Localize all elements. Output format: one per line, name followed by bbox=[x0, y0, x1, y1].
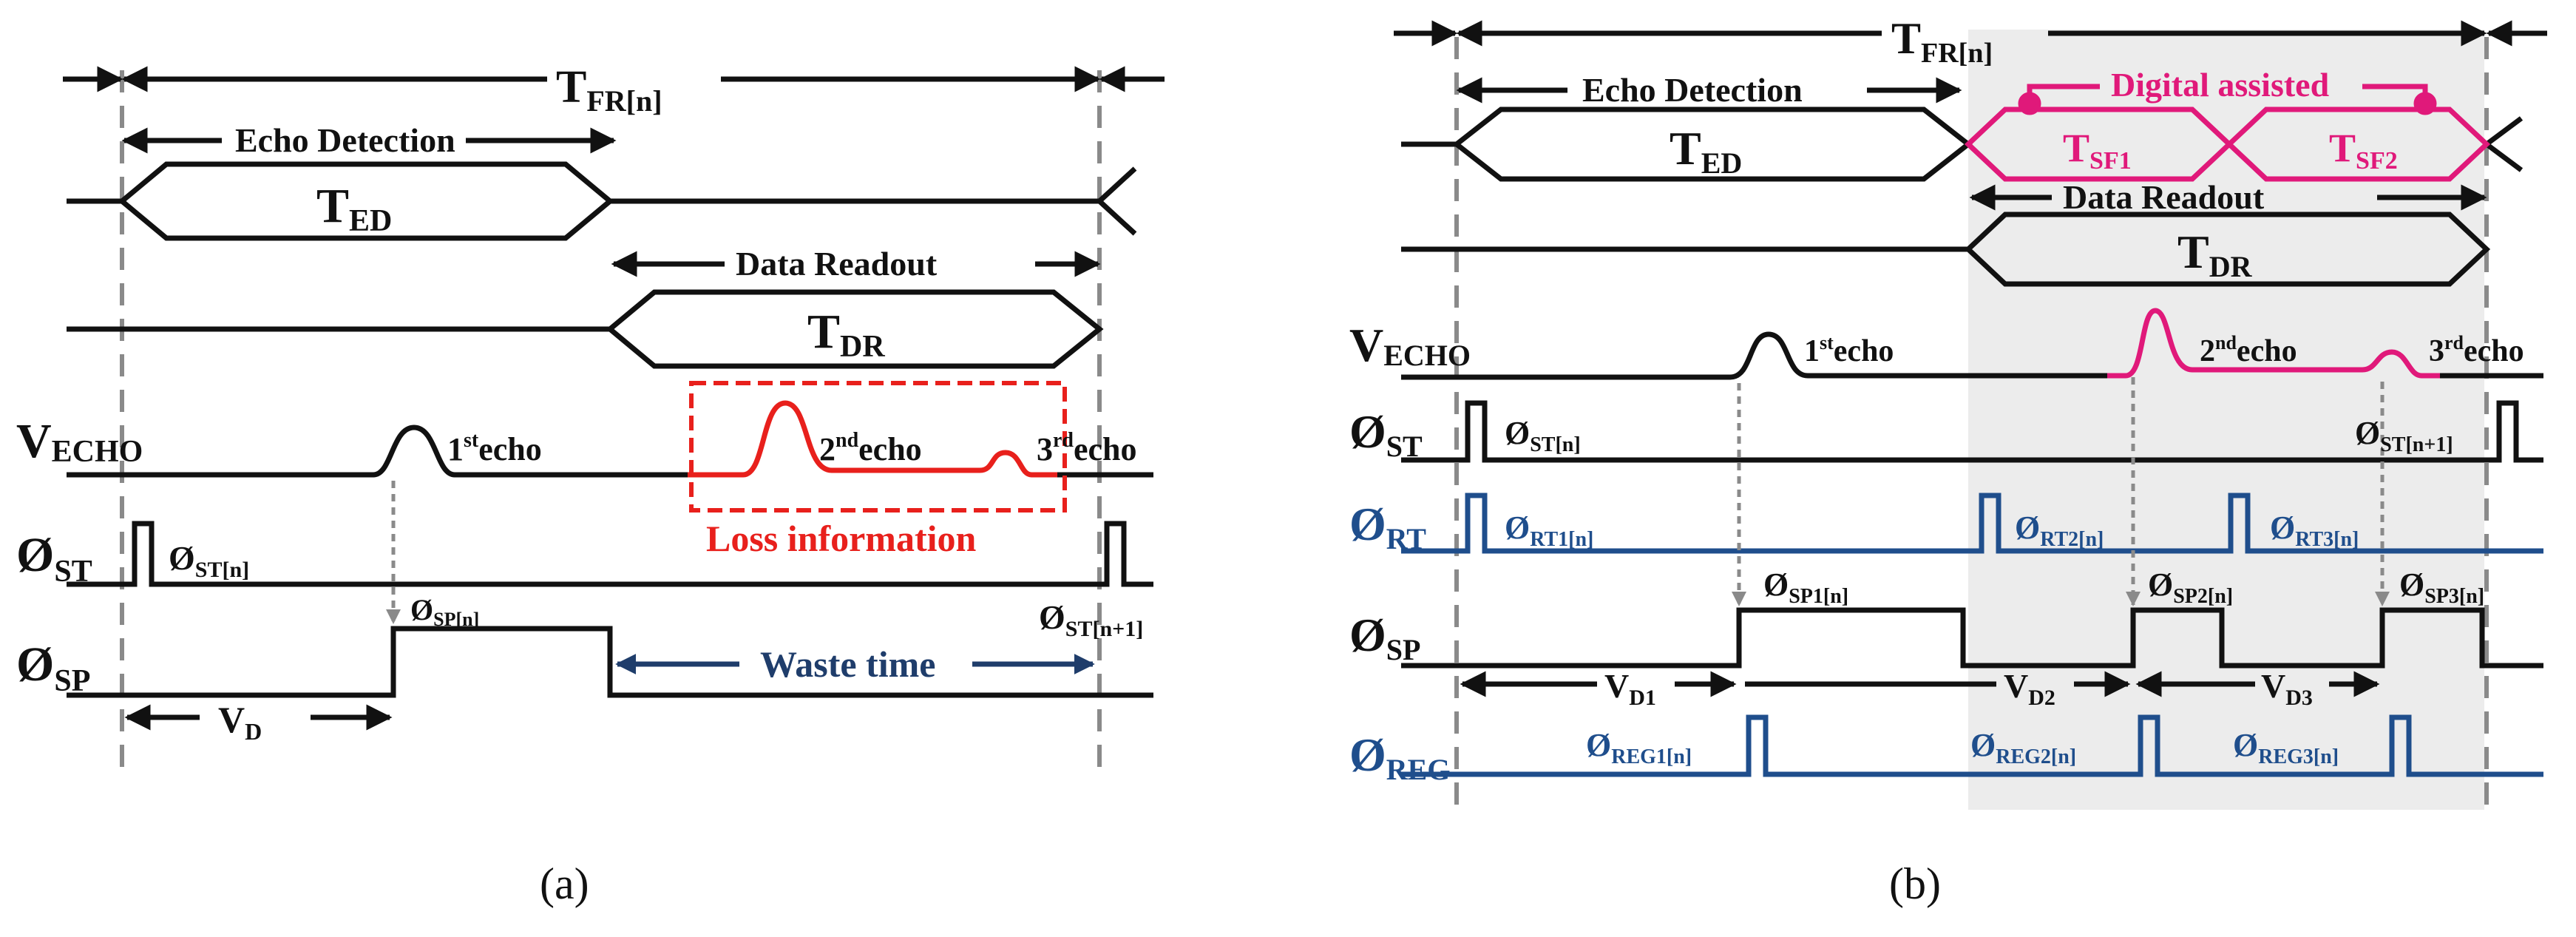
vecho-captured-echoes bbox=[2107, 308, 2440, 379]
phi-sp1-label: ØSP1[n] bbox=[1763, 566, 1848, 608]
panel-b-caption: (b) bbox=[1889, 859, 1941, 908]
vd-label-a: VD bbox=[218, 699, 262, 745]
phi-rt3-label: ØRT3[n] bbox=[2270, 510, 2359, 551]
vecho-waveform-a bbox=[67, 424, 688, 478]
panel-a-labels: TFR[n] Echo Detection TED Data Readout T… bbox=[16, 62, 1143, 908]
ted-bus-waveform bbox=[67, 161, 1099, 241]
tdr-label-b: TDR bbox=[2177, 226, 2253, 283]
echo-detection-label-b: Echo Detection bbox=[1582, 71, 1803, 109]
phi-st-n1-label-b: ØST[n+1] bbox=[2355, 415, 2453, 456]
phi-rt-label-b: ØRT bbox=[1349, 498, 1426, 555]
echo3-label-a: 3rdecho bbox=[1037, 429, 1137, 467]
loss-information-box bbox=[689, 381, 1067, 513]
data-readout-label-b: Data Readout bbox=[2063, 178, 2265, 216]
tsf2-hexagon bbox=[2225, 106, 2491, 182]
phi-sp-waveform-a bbox=[67, 626, 1153, 698]
phi-st-n-label-a: ØST[n] bbox=[169, 539, 249, 582]
vd1-label: VD1 bbox=[1604, 667, 1656, 710]
digital-assisted-label: Digital assisted bbox=[2111, 66, 2330, 104]
phi-sp-n-label-a: ØSP[n] bbox=[410, 593, 479, 630]
panel-b-labels: TFR[n] Echo Detection TED Digital assist… bbox=[1349, 14, 2524, 908]
phi-reg-waveform-b bbox=[1401, 714, 2543, 777]
ted-label-b: TED bbox=[1670, 122, 1742, 180]
echo2-label-a: 2ndecho bbox=[819, 429, 922, 467]
tfr-label-b: TFR[n] bbox=[1891, 14, 1993, 69]
tdr-label-a: TDR bbox=[807, 305, 885, 364]
tsf2-label: TSF2 bbox=[2329, 126, 2398, 175]
phi-st-label-a: ØST bbox=[16, 528, 92, 589]
echo-detection-label-a: Echo Detection bbox=[235, 121, 455, 159]
loss-information-label: Loss information bbox=[706, 518, 977, 559]
panel-a-caption: (a) bbox=[540, 859, 589, 908]
phi-sp2-label: ØSP2[n] bbox=[2148, 566, 2233, 608]
phi-reg1-label: ØREG1[n] bbox=[1586, 727, 1692, 768]
phi-st-label-b: ØST bbox=[1349, 405, 1423, 463]
ted-bus-waveform-b bbox=[1401, 106, 1973, 182]
echo3-label-b: 3rdecho bbox=[2429, 332, 2524, 368]
vecho-lost-echoes bbox=[688, 400, 1057, 478]
panel-b bbox=[1394, 20, 2547, 813]
phi-rt-waveform-b bbox=[1401, 493, 2543, 554]
echo2-label-b: 2ndecho bbox=[2200, 332, 2297, 368]
phi-st-waveform-b bbox=[1401, 400, 2543, 463]
echo1-label-a: 1stecho bbox=[447, 429, 542, 467]
phi-st-waveform-a bbox=[67, 521, 1153, 587]
phi-sp3-label: ØSP3[n] bbox=[2399, 566, 2484, 608]
phi-sp-waveform-b bbox=[1401, 607, 2543, 669]
panel-a bbox=[63, 66, 1165, 769]
ted-bus-next-frame bbox=[1097, 166, 1137, 236]
vd2-label: VD2 bbox=[2004, 667, 2055, 710]
phi-reg3-label: ØREG3[n] bbox=[2233, 727, 2339, 768]
tsf1-label: TSF1 bbox=[2063, 126, 2132, 175]
vecho-label-a: VECHO bbox=[16, 414, 143, 469]
phi-st-n-label-b: ØST[n] bbox=[1505, 415, 1581, 456]
tsf2-marker-dot bbox=[2413, 92, 2437, 115]
data-readout-label-a: Data Readout bbox=[736, 245, 938, 283]
waste-time-label: Waste time bbox=[760, 643, 935, 685]
phi-rt2-label: ØRT2[n] bbox=[2015, 510, 2104, 551]
ted-label-a: TED bbox=[316, 179, 392, 238]
vecho-label-b: VECHO bbox=[1349, 319, 1471, 372]
phi-rt1-label: ØRT1[n] bbox=[1505, 510, 1593, 551]
phi-sp-label-a: ØSP bbox=[16, 637, 90, 698]
phi-sp-label-b: ØSP bbox=[1349, 609, 1420, 666]
vd3-label: VD3 bbox=[2261, 667, 2313, 710]
phi-reg2-label: ØREG2[n] bbox=[1970, 727, 2076, 768]
tfr-label-a: TFR[n] bbox=[556, 62, 662, 118]
phi-st-n1-label-a: ØST[n+1] bbox=[1039, 598, 1143, 641]
ted-bus-next-frame-b bbox=[2484, 116, 2524, 172]
vecho-waveform-b bbox=[1401, 331, 2107, 380]
tsf1-marker-dot bbox=[2018, 92, 2041, 115]
tdr-bus-waveform-b bbox=[1401, 212, 2491, 287]
readout-shaded-region bbox=[1968, 30, 2484, 810]
phi-reg-label-b: ØREG bbox=[1349, 728, 1450, 786]
echo1-label-b: 1stecho bbox=[1804, 332, 1894, 368]
tdr-bus-waveform bbox=[67, 289, 1104, 369]
